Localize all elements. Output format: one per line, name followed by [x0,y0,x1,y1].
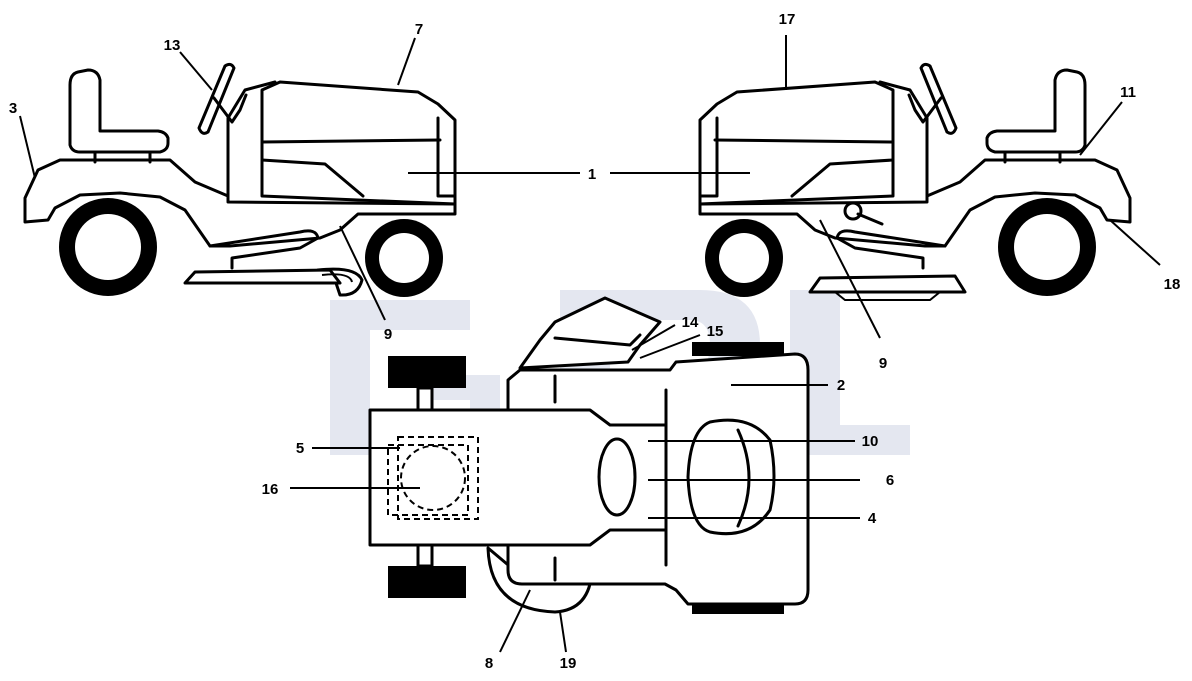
leader-lines [19,35,1161,653]
seat-circle [400,445,466,511]
rear-fender-left [23,158,457,248]
mower-deck-right [808,274,967,294]
callout-9-left: 9 [384,326,392,343]
callout-5: 5 [296,440,304,457]
tractor-top-view [368,296,810,614]
callout-11: 11 [1120,84,1136,101]
steering-wheel-left [197,62,236,135]
rear-tire-top-left [388,356,466,388]
callout-14: 14 [682,314,699,331]
steering-wheel-right [919,62,958,135]
callout-10: 10 [862,433,879,450]
seat-outline [397,436,479,520]
callout-1: 1 [588,166,596,183]
engine-top [686,418,776,536]
callout-6: 6 [886,472,894,489]
callout-13: 13 [164,37,181,54]
callout-15: 15 [707,323,724,340]
callout-3: 3 [9,100,17,117]
callout-4: 4 [868,510,877,527]
tractor-left-view [23,62,457,297]
callout-9-right: 9 [879,355,887,372]
callout-7: 7 [415,21,423,38]
callout-17: 17 [779,11,796,28]
callout-2: 2 [837,377,845,394]
rear-body-top [368,408,668,547]
tractor-right-view [698,62,1132,301]
rear-fender-right [698,158,1132,248]
callout-8: 8 [485,655,493,672]
callout-labels: 1 2 3 4 5 6 7 8 9 9 10 11 13 14 15 16 17… [9,11,1181,672]
discharge-chute [518,296,662,370]
hood-left [260,80,457,206]
callout-16: 16 [262,481,279,498]
callout-18: 18 [1164,276,1181,293]
rear-tire-top-right [388,566,466,598]
seat-left [68,68,170,154]
mower-deck-left [183,268,342,285]
callout-19: 19 [560,655,577,672]
front-tire-top-left [692,342,784,356]
seat-right [985,68,1087,154]
